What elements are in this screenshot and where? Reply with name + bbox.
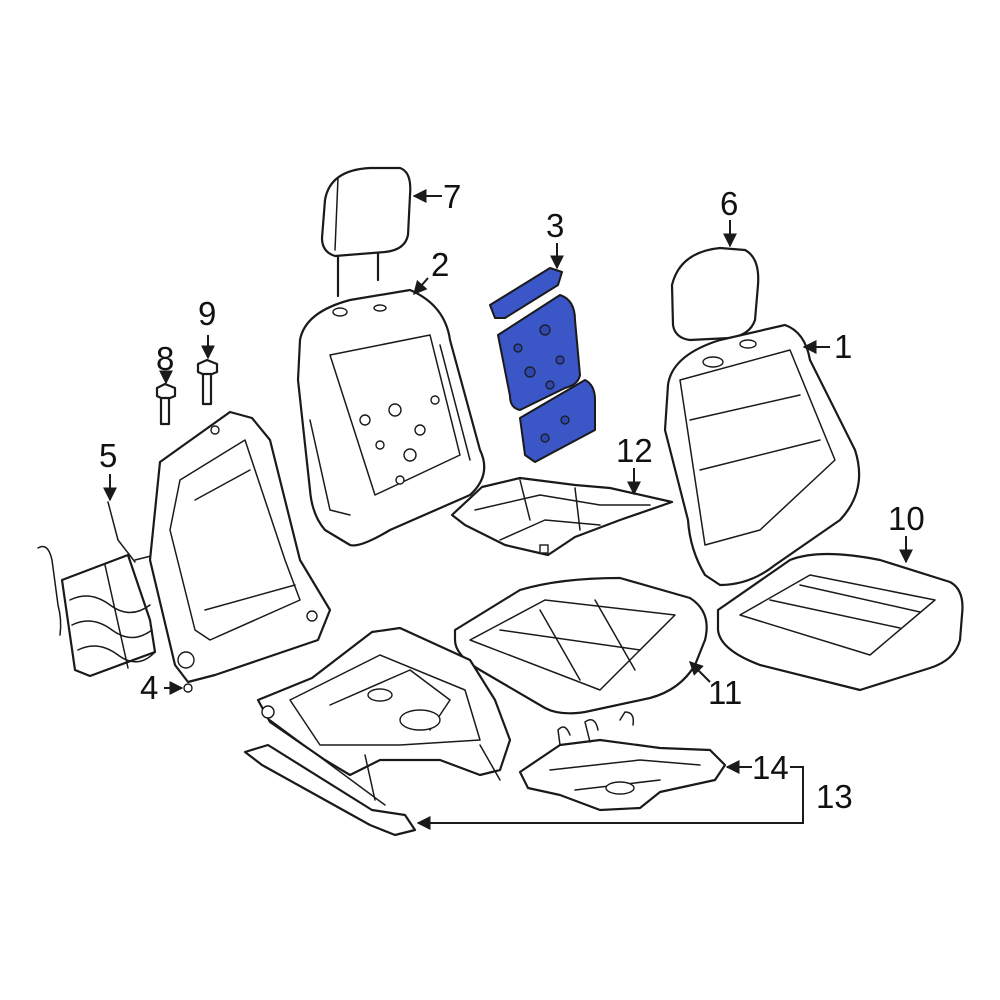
callout-12: 12	[616, 432, 653, 469]
callout-13: 13	[816, 778, 853, 815]
part-5-lumbar-support[interactable]	[37, 501, 157, 678]
part-2-seatback-cushion[interactable]	[296, 288, 486, 547]
part-9-bolt[interactable]	[196, 358, 219, 406]
callout-9: 9	[198, 295, 216, 332]
callout-3: 3	[546, 207, 564, 244]
callout-4: 4	[140, 669, 158, 706]
part-14-seat-track-cover[interactable]	[518, 711, 727, 812]
callout-7: 7	[443, 178, 461, 215]
part-4-seatback-frame[interactable]	[148, 410, 332, 693]
callout-5: 5	[99, 437, 117, 474]
part-11-seat-cushion[interactable]	[453, 576, 708, 715]
leader-lines	[103, 189, 913, 830]
callout-6: 6	[720, 185, 738, 222]
part-1-seatback-assembly[interactable]	[663, 323, 861, 587]
callout-10: 10	[888, 500, 925, 537]
callout-1: 1	[834, 328, 852, 365]
callout-labels: 1 2 3 4 5 6 7 8 9 10 11 12 13 14	[99, 178, 925, 815]
part-7-headrest[interactable]	[320, 166, 412, 298]
callout-11: 11	[708, 674, 742, 711]
part-3-seatback-panel[interactable]	[489, 267, 596, 463]
callout-2: 2	[431, 246, 449, 283]
part-10-seat-cushion-cover[interactable]	[716, 552, 964, 692]
part-6-headrest[interactable]	[670, 246, 760, 342]
part-13-seat-track-assembly[interactable]	[243, 626, 512, 837]
part-12-seat-pad[interactable]	[450, 476, 674, 557]
callout-8: 8	[156, 340, 174, 377]
part-8-bolt[interactable]	[155, 382, 177, 426]
callout-14: 14	[752, 749, 789, 786]
